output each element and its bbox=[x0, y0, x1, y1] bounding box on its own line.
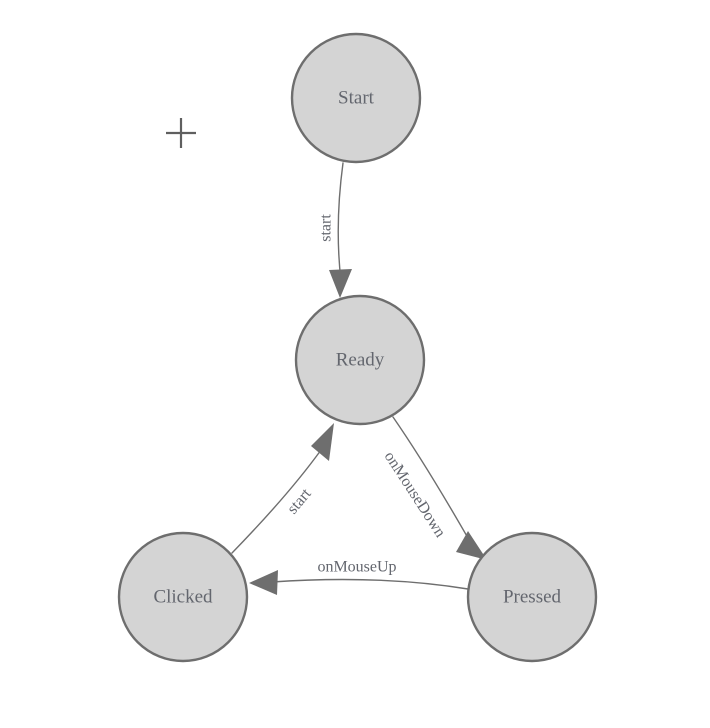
edge-path-pressed-to-clicked bbox=[271, 578, 469, 590]
arrowhead-clicked-to-ready bbox=[311, 423, 334, 461]
edge-label-pressed-to-clicked: onMouseUp bbox=[317, 559, 396, 576]
edge-path-clicked-to-ready bbox=[231, 449, 322, 554]
node-start[interactable]: Start bbox=[290, 32, 422, 164]
arrowhead-ready-to-pressed bbox=[456, 531, 487, 560]
edge-path-start-to-ready bbox=[337, 162, 344, 282]
edge-start-to-ready[interactable]: start bbox=[318, 162, 352, 298]
arrowhead-start-to-ready bbox=[329, 269, 352, 298]
node-start-circle[interactable] bbox=[290, 32, 422, 164]
edge-path-ready-to-pressed bbox=[392, 416, 473, 546]
edge-pressed-to-clicked[interactable]: onMouseUp bbox=[249, 559, 469, 595]
plus-crosshair-icon[interactable] bbox=[166, 118, 196, 148]
node-start-label: Start bbox=[338, 87, 375, 108]
arrowhead-pressed-to-clicked bbox=[249, 570, 278, 595]
edge-label-start-to-ready: start bbox=[318, 214, 335, 242]
edge-label-ready-to-pressed: onMouseDown bbox=[381, 449, 449, 541]
edge-ready-to-pressed[interactable]: onMouseDown bbox=[381, 416, 487, 560]
node-clicked[interactable]: Clicked bbox=[117, 531, 249, 663]
node-pressed-label: Pressed bbox=[503, 586, 562, 607]
edge-label-clicked-to-ready: start bbox=[284, 485, 315, 517]
node-clicked-circle[interactable] bbox=[117, 531, 249, 663]
node-pressed[interactable]: Pressed bbox=[466, 531, 598, 663]
edge-clicked-to-ready[interactable]: start bbox=[231, 423, 334, 554]
node-clicked-label: Clicked bbox=[153, 586, 213, 607]
node-pressed-circle[interactable] bbox=[466, 531, 598, 663]
node-ready-label: Ready bbox=[336, 349, 385, 370]
node-ready-circle[interactable] bbox=[294, 294, 426, 426]
node-ready[interactable]: Ready bbox=[294, 294, 426, 426]
